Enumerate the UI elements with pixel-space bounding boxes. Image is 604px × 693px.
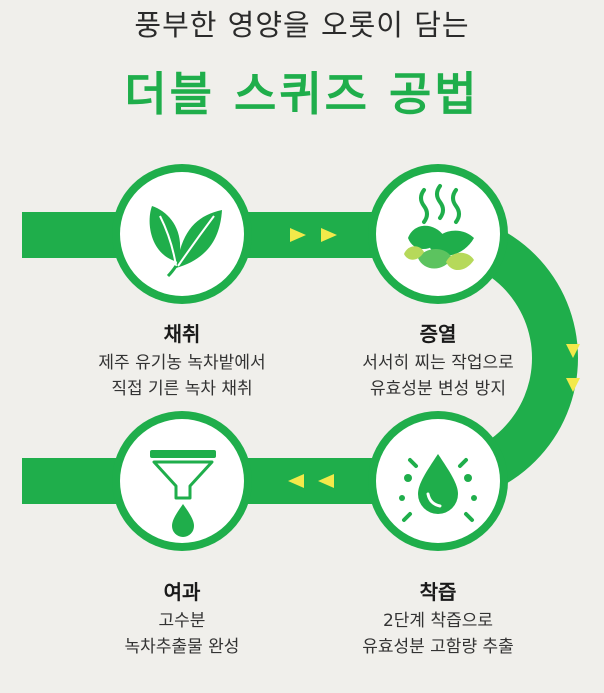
page-title: 더블 스퀴즈 공법 bbox=[124, 67, 480, 121]
step-press-desc-line2: 유효성분 고함량 추출 bbox=[362, 637, 514, 657]
page-subtitle: 풍부한 영양을 오롯이 담는 bbox=[134, 8, 470, 42]
arrow-right-icon bbox=[321, 228, 337, 242]
filter-funnel-icon bbox=[150, 450, 216, 537]
step-filter-title: 여과 bbox=[163, 580, 201, 604]
step-harvest-desc-line1: 제주 유기농 녹차밭에서 bbox=[98, 353, 266, 373]
arrow-left-icon bbox=[318, 474, 334, 488]
flow-band-curve bbox=[432, 212, 578, 504]
step-harvest-desc-line2: 직접 기른 녹차 채취 bbox=[111, 379, 253, 399]
step-steam-title: 증열 bbox=[419, 322, 457, 346]
step-press-title: 착즙 bbox=[419, 580, 457, 604]
tea-leaves-icon bbox=[149, 206, 222, 278]
step-press-circle bbox=[368, 411, 508, 551]
step-steam-circle bbox=[368, 164, 508, 304]
juice-drop-icon bbox=[399, 454, 477, 522]
step-press-desc-line1: 2단계 착즙으로 bbox=[382, 611, 494, 631]
step-steam-desc-line1: 서서히 찌는 작업으로 bbox=[362, 353, 514, 373]
steamed-leaves-icon bbox=[404, 184, 474, 271]
arrow-right-icon bbox=[290, 228, 306, 242]
arrow-down-icon bbox=[566, 378, 580, 392]
step-steam-desc-line2: 유효성분 변성 방지 bbox=[370, 379, 506, 399]
step-filter-desc-line1: 고수분 bbox=[158, 611, 206, 631]
step-filter-desc-line2: 녹차추출물 완성 bbox=[124, 637, 240, 657]
step-harvest-circle bbox=[112, 164, 252, 304]
step-harvest-title: 채취 bbox=[163, 322, 201, 346]
arrow-down-icon bbox=[566, 344, 580, 358]
arrow-left-icon bbox=[288, 474, 304, 488]
step-filter-circle bbox=[112, 411, 252, 551]
